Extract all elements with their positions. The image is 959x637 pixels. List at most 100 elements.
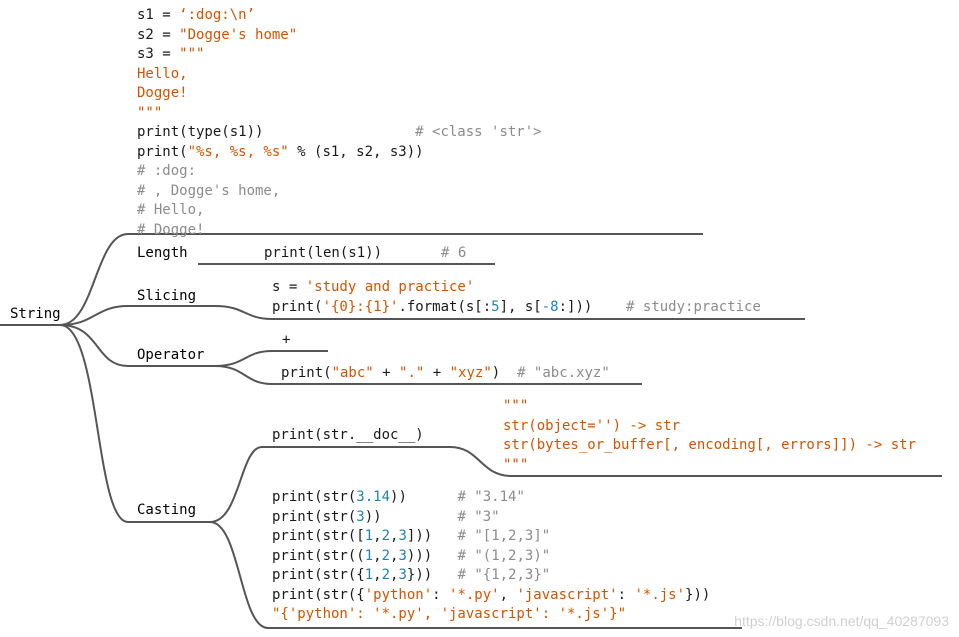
node-casting: Casting xyxy=(137,502,197,518)
branch-casting xyxy=(59,324,210,523)
watermark: https://blog.csdn.net/qq_40287093 xyxy=(734,613,949,629)
code-token: )) xyxy=(390,489,458,505)
casting-examples-branch xyxy=(209,521,742,629)
code-token: : xyxy=(432,586,450,603)
code-casting-doc-result: """ str(object='') -> str str(bytes_or_buf… xyxy=(503,397,916,475)
code-token: + xyxy=(373,365,400,381)
code-token: # "abc.xyz" xyxy=(517,365,610,381)
code-token: 1 xyxy=(364,567,374,583)
code-token: "Dogge's home" xyxy=(179,26,298,43)
code-token: '*.py' xyxy=(449,586,500,603)
code-line: # Hello, xyxy=(137,201,542,221)
code-token: # , Dogge's home, xyxy=(137,182,281,199)
code-line: print("%s, %s, %s" % (s1, s2, s3)) xyxy=(137,143,542,163)
code-token: str(bytes_or_buffer[, encoding[, errors]… xyxy=(503,437,917,453)
code-token: + xyxy=(424,365,450,381)
code-token: '{0}:{1}' xyxy=(322,298,399,315)
code-token: , xyxy=(373,567,382,583)
code-line: s2 = "Dogge's home" xyxy=(137,26,542,46)
code-token: print(str( xyxy=(272,508,357,525)
code-operator-expr: print("abc" + "." + "xyz") # "abc.xyz" xyxy=(281,364,610,384)
code-line: s = 'study and practice' xyxy=(272,278,761,298)
code-line: # , Dogge's home, xyxy=(137,182,542,202)
code-token: , xyxy=(373,528,382,544)
code-token: print(str( xyxy=(272,489,357,505)
code-token: "xyz" xyxy=(449,365,492,381)
code-line: """ xyxy=(503,456,916,476)
code-token: , xyxy=(499,586,517,603)
code-token: print( xyxy=(137,143,188,160)
code-token: ], s[ xyxy=(499,298,542,315)
code-token: # 6 xyxy=(382,245,467,261)
code-token: # "[1,2,3]" xyxy=(457,528,551,544)
code-token: s1 = xyxy=(137,7,180,23)
code-token: 3 xyxy=(398,567,407,583)
code-token: print(str(( xyxy=(272,547,365,564)
code-line: # Dogge! xyxy=(137,221,542,241)
code-token: print( xyxy=(272,298,323,315)
code-token: # "3.14" xyxy=(457,489,525,505)
code-token: : xyxy=(617,586,635,603)
code-token: # study:practice xyxy=(592,298,761,315)
code-top: s1 = ‘:dog:\n’s2 = "Dogge's home"s3 = ""… xyxy=(137,6,542,240)
code-token: s3 = xyxy=(137,46,180,62)
operator-plus-branch xyxy=(214,350,328,367)
code-token: """ xyxy=(137,104,163,121)
code-token: """ xyxy=(503,398,529,414)
code-line: s3 = """ xyxy=(137,45,542,65)
code-token: 3 xyxy=(398,547,407,564)
code-line: print(str({1,2,3})) # "{1,2,3}" xyxy=(272,566,710,586)
code-line: print("abc" + "." + "xyz") # "abc.xyz" xyxy=(281,364,610,384)
code-token: ‘:dog:\n’ xyxy=(179,7,256,23)
code-token: print(str([ xyxy=(272,528,365,544)
code-token: 3 xyxy=(398,528,407,544)
code-token: print(len(s1)) xyxy=(264,245,383,261)
code-token: # <class 'str'> xyxy=(263,124,542,140)
node-length: Length xyxy=(137,245,188,261)
code-token: """ xyxy=(503,456,529,473)
code-line: Hello, xyxy=(137,65,542,85)
code-token: )) xyxy=(364,508,458,525)
code-token: # :dog: xyxy=(137,163,197,179)
code-token: "%s, %s, %s" xyxy=(187,143,289,160)
code-token: print(str.__doc__) xyxy=(272,427,424,443)
code-token: -8 xyxy=(541,298,559,315)
code-line: s1 = ‘:dog:\n’ xyxy=(137,6,542,26)
casting-doc-branch xyxy=(209,446,942,523)
code-slicing: s = 'study and practice'print('{0}:{1}'.… xyxy=(272,278,761,317)
node-slicing: Slicing xyxy=(137,288,197,304)
code-line: str(bytes_or_buffer[, encoding[, errors]… xyxy=(503,436,916,456)
code-token: """ xyxy=(179,46,205,62)
code-token: # "3" xyxy=(457,508,500,525)
code-token: # "(1,2,3)" xyxy=(457,547,551,564)
code-token: 1 xyxy=(364,547,374,564)
code-token: str(object='') -> str xyxy=(503,417,681,434)
code-token: '*.js' xyxy=(634,586,686,603)
code-token: "abc" xyxy=(331,365,374,381)
code-line: print(str([1,2,3])) # "[1,2,3]" xyxy=(272,527,710,547)
code-token: ))) xyxy=(406,547,458,564)
code-casting-doc: print(str.__doc__) xyxy=(272,426,424,446)
branch-slicing xyxy=(59,305,805,326)
code-line: Dogge! xyxy=(137,84,542,104)
code-length: print(len(s1)) # 6 xyxy=(264,244,466,264)
code-token: Hello, xyxy=(137,65,188,82)
code-token: print( xyxy=(281,365,332,381)
code-line: print('{0}:{1}'.format(s[:5], s[-8:])) #… xyxy=(272,298,761,318)
code-line: str(object='') -> str xyxy=(503,417,916,437)
length-code-line xyxy=(198,248,260,264)
code-token: % (s1, s2, s3)) xyxy=(288,143,424,160)
code-line: print(str.__doc__) xyxy=(272,426,424,446)
code-token: 3 xyxy=(356,508,365,525)
code-token: # "{1,2,3}" xyxy=(457,567,551,583)
code-line: + xyxy=(282,331,290,351)
code-token: print(str({ xyxy=(272,586,365,603)
code-token: # Dogge! xyxy=(137,221,205,238)
code-token: ) xyxy=(491,365,518,381)
code-token: "." xyxy=(399,365,425,381)
code-token: :])) xyxy=(558,298,593,315)
code-line: "{'python': '*.py', 'javascript': '*.js'… xyxy=(272,605,710,625)
code-token: print(type(s1)) xyxy=(137,124,264,140)
